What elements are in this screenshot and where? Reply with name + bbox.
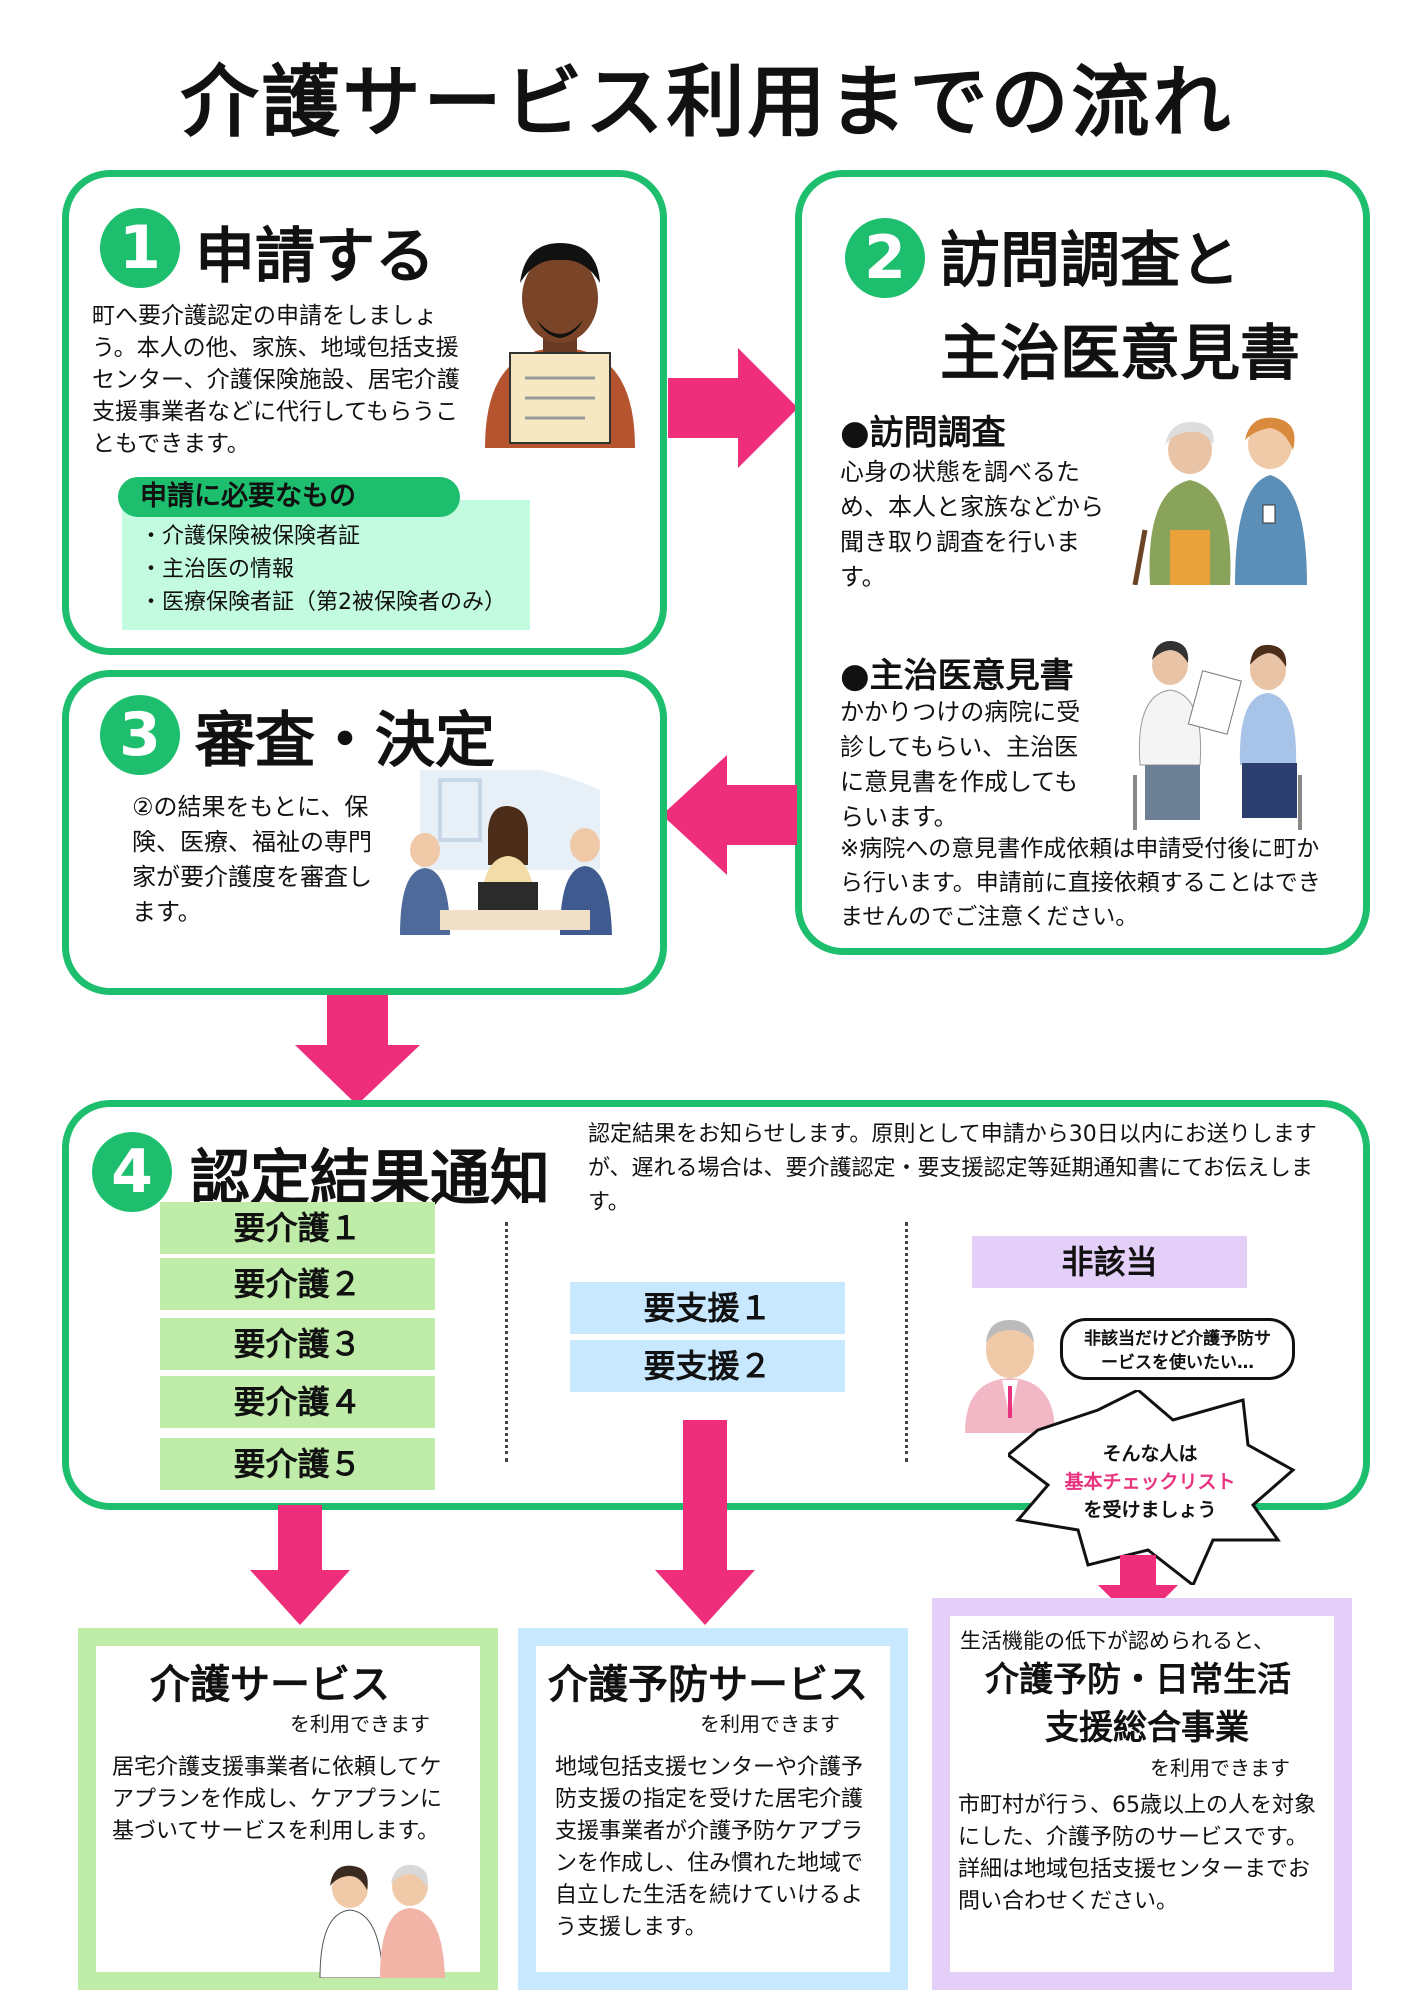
basic-checklist-highlight: 基本チェックリスト bbox=[1064, 1471, 1236, 1493]
divider bbox=[505, 1222, 508, 1462]
arrow-right-icon bbox=[668, 348, 798, 468]
doctor-consultation-illustration bbox=[1133, 640, 1302, 830]
care-level-2: 要介護２ bbox=[160, 1258, 435, 1310]
step3-text: ②の結果をもとに、保険、医療、福祉の専門家が要介護度を審査します。 bbox=[132, 793, 372, 926]
arrow-down-icon bbox=[250, 1505, 350, 1625]
step2-heading-line2: 主治医意見書 bbox=[940, 319, 1300, 389]
checklist-callout: そんな人は 基本チェックリスト を受けましょう bbox=[1030, 1440, 1270, 1524]
care-level-1: 要介護１ bbox=[160, 1202, 435, 1254]
step2-heading-line1: 訪問調査と bbox=[940, 226, 1240, 296]
needs-list: ・介護保険被保険者証 ・主治医の情報 ・医療保険者証（第2被保険者のみ） bbox=[140, 520, 506, 619]
elderly-man-illustration bbox=[965, 1320, 1055, 1433]
support-level-1: 要支援１ bbox=[570, 1282, 845, 1334]
prevention-service-sub: を利用できます bbox=[700, 1712, 840, 1736]
general-service-title-line2: 支援総合事業 bbox=[1045, 1708, 1249, 1748]
doctor-opinion-text: かかりつけの病院に受診してもらい、主治医に意見書を作成してもらいます。 bbox=[840, 698, 1081, 831]
prevention-service-box bbox=[518, 1628, 908, 1990]
general-service-lead: 生活機能の低下が認められると、 bbox=[960, 1629, 1275, 1653]
divider bbox=[905, 1222, 908, 1462]
step1-heading: 申請する bbox=[195, 222, 435, 292]
applicant-illustration bbox=[485, 243, 635, 448]
doctor-opinion-note: ※病院への意見書作成依頼は申請受付後に町から行います。申請前に直接依頼することは… bbox=[840, 836, 1321, 930]
step2-number: 2 bbox=[845, 218, 925, 298]
needs-item: ・介護保険被保険者証 bbox=[140, 524, 361, 549]
care-level-5: 要介護５ bbox=[160, 1438, 435, 1490]
prevention-service-text: 地域包括支援センターや介護予防支援の指定を受けた居宅介護支援事業者が介護予防ケア… bbox=[555, 1755, 864, 1940]
page-title: 介護サービス利用までの流れ bbox=[180, 58, 1234, 148]
prevention-service-title: 介護予防サービス bbox=[548, 1662, 868, 1708]
care-service-text: 居宅介護支援事業者に依頼してケアプランを作成し、ケアプランに基づいてサービスを利… bbox=[112, 1755, 443, 1844]
care-service-title: 介護サービス bbox=[150, 1662, 390, 1708]
needs-label: 申請に必要なもの bbox=[118, 477, 460, 517]
care-level-3: 要介護３ bbox=[160, 1318, 435, 1370]
caregiver-illustration bbox=[1132, 417, 1307, 585]
care-service-sub: を利用できます bbox=[290, 1712, 430, 1736]
step3-number: 3 bbox=[100, 695, 180, 775]
arrow-down-icon bbox=[655, 1420, 755, 1625]
step4-number: 4 bbox=[92, 1132, 172, 1212]
step3-heading: 審査・決定 bbox=[195, 706, 495, 776]
general-service-title-line1: 介護予防・日常生活 bbox=[985, 1660, 1291, 1700]
visit-survey-title: ●訪問調査 bbox=[840, 413, 1006, 453]
arrow-left-icon bbox=[662, 755, 797, 875]
not-applicable-label: 非該当 bbox=[972, 1236, 1247, 1288]
general-service-sub: を利用できます bbox=[1150, 1756, 1290, 1780]
callout-line: そんな人は bbox=[1102, 1443, 1198, 1465]
needs-item: ・医療保険者証（第2被保険者のみ） bbox=[140, 590, 506, 615]
needs-background bbox=[122, 500, 530, 630]
support-level-2: 要支援２ bbox=[570, 1340, 845, 1392]
step1-number: 1 bbox=[100, 208, 180, 288]
callout-line: を受けましょう bbox=[1083, 1499, 1217, 1521]
arrow-down-icon bbox=[295, 995, 420, 1105]
general-service-box bbox=[932, 1598, 1352, 1990]
doctor-opinion-title: ●主治医意見書 bbox=[840, 656, 1074, 696]
callout-burst bbox=[1008, 1390, 1296, 1585]
speech-bubble: 非該当だけど介護予防サービスを使いたい… bbox=[1060, 1318, 1295, 1380]
visit-survey-text: 心身の状態を調べるため、本人と家族などから聞き取り調査を行います。 bbox=[840, 458, 1104, 591]
step1-text: 町へ要介護認定の申請をしましょう。本人の他、家族、地域包括支援センター、介護保険… bbox=[92, 303, 460, 457]
arrow-down-icon bbox=[1098, 1555, 1178, 1625]
needs-item: ・主治医の情報 bbox=[140, 557, 295, 582]
general-service-text: 市町村が行う、65歳以上の人を対象にした、介護予防のサービスです。 詳細は地域包… bbox=[958, 1793, 1316, 1914]
care-level-4: 要介護４ bbox=[160, 1376, 435, 1428]
care-illustration bbox=[319, 1864, 445, 1978]
committee-illustration bbox=[400, 770, 612, 935]
step4-text: 認定結果をお知らせします。原則として申請から30日以内にお送りしますが、遅れる場… bbox=[588, 1122, 1317, 1215]
